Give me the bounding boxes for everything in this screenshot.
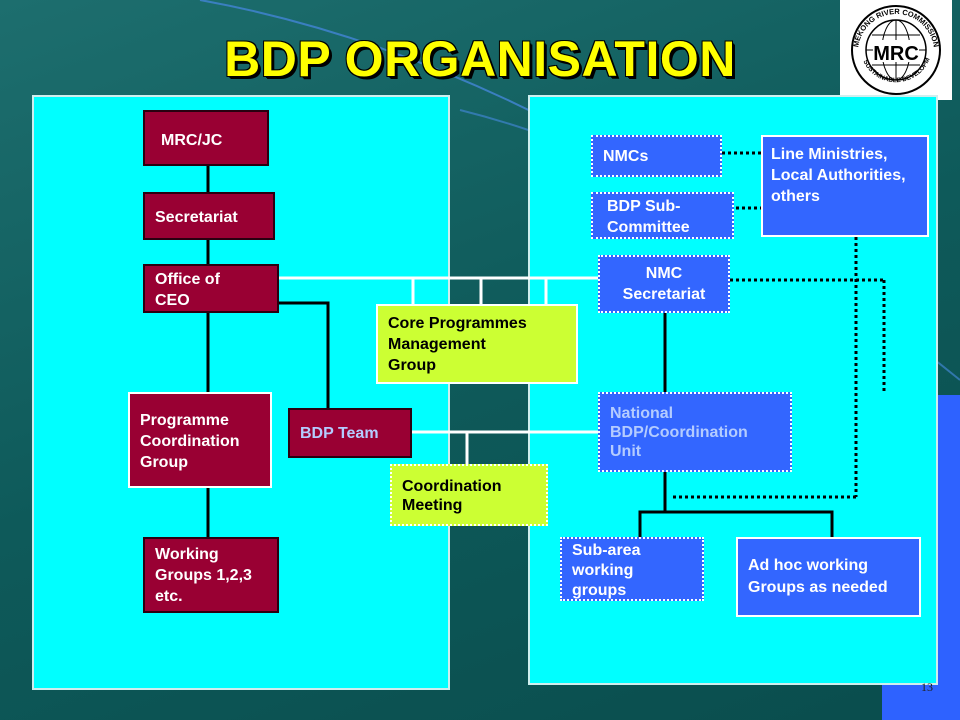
mrc-jc-box: MRC/JC [143, 110, 269, 166]
national-unit-box: National BDP/Coordination Unit [598, 392, 792, 472]
logo-center-text: MRC [873, 43, 919, 65]
secretariat-box: Secretariat [143, 192, 275, 240]
line-ministries-label: Line Ministries, Local Authorities, othe… [771, 146, 906, 205]
bdp-team-box: BDP Team [288, 408, 412, 458]
coordination-meeting-box: Coordination Meeting [390, 464, 548, 526]
ad-hoc-label: Ad hoc working Groups as needed [748, 557, 888, 596]
ad-hoc-box: Ad hoc working Groups as needed [736, 537, 921, 617]
working-groups-box: Working Groups 1,2,3 etc. [143, 537, 279, 613]
pcg-label: Programme Coordination Group [140, 412, 240, 471]
sub-area-label: Sub-area working groups [572, 542, 641, 599]
mrc-jc-label: MRC/JC [161, 132, 223, 149]
nmcs-label: NMCs [603, 148, 649, 165]
core-programmes-label: Core Programmes Management Group [388, 315, 527, 374]
national-unit-label: National BDP/Coordination Unit [610, 405, 748, 460]
mrc-logo: MEKONG RIVER COMMISSION FOR SUSTAINABLE … [837, 0, 952, 100]
office-ceo-label: Office of CEO [155, 271, 220, 309]
bdp-team-label: BDP Team [300, 425, 379, 442]
office-ceo-box: Office of CEO [143, 264, 279, 313]
coordination-meeting-label: Coordination Meeting [402, 478, 502, 514]
line-ministries-box: Line Ministries, Local Authorities, othe… [761, 135, 929, 237]
core-programmes-box: Core Programmes Management Group [376, 304, 578, 384]
sub-area-box: Sub-area working groups [560, 537, 704, 601]
pcg-box: Programme Coordination Group [128, 392, 272, 488]
nmc-secretariat-box: NMC Secretariat [598, 255, 730, 313]
mrc-logo-icon: MEKONG RIVER COMMISSION FOR SUSTAINABLE … [837, 0, 941, 95]
page-number: 13 [921, 680, 933, 694]
page-title: BDP ORGANISATION [224, 31, 736, 87]
secretariat-label: Secretariat [155, 209, 238, 226]
nmcs-box: NMCs [591, 135, 722, 177]
bdp-sub-committee-label: BDP Sub-Committee [607, 198, 690, 236]
bdp-sub-committee-box: BDP Sub-Committee [591, 192, 734, 239]
nmc-secretariat-label: NMC Secretariat [622, 265, 706, 303]
working-groups-label: Working Groups 1,2,3 etc. [155, 546, 252, 605]
